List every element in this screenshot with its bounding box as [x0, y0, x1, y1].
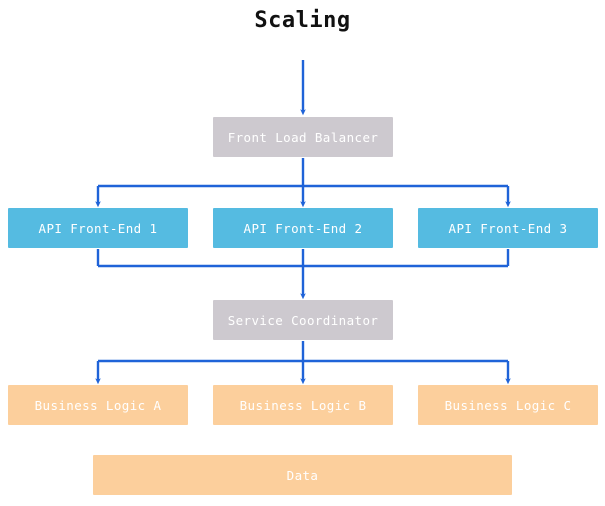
node-business-logic-c[interactable]: Business Logic C	[418, 385, 598, 425]
node-api-front-end-2[interactable]: API Front-End 2	[213, 208, 393, 248]
node-business-logic-a[interactable]: Business Logic A	[8, 385, 188, 425]
node-front-load-balancer[interactable]: Front Load Balancer	[213, 117, 393, 157]
node-data-label: Data	[286, 467, 319, 483]
node-api-front-end-1-label: API Front-End 1	[38, 220, 158, 236]
node-business-logic-b[interactable]: Business Logic B	[213, 385, 393, 425]
node-api-front-end-1[interactable]: API Front-End 1	[8, 208, 188, 248]
node-service-coordinator[interactable]: Service Coordinator	[213, 300, 393, 340]
diagram-title: Scaling	[254, 8, 351, 33]
node-api-front-end-3-label: API Front-End 3	[448, 220, 568, 236]
node-data[interactable]: Data	[93, 455, 512, 495]
node-api-front-end-3[interactable]: API Front-End 3	[418, 208, 598, 248]
node-business-logic-c-label: Business Logic C	[444, 397, 572, 413]
node-front-load-balancer-label: Front Load Balancer	[227, 129, 379, 145]
node-business-logic-b-label: Business Logic B	[239, 397, 367, 413]
node-api-front-end-2-label: API Front-End 2	[243, 220, 363, 236]
node-business-logic-a-label: Business Logic A	[34, 397, 162, 413]
node-service-coordinator-label: Service Coordinator	[227, 312, 379, 328]
